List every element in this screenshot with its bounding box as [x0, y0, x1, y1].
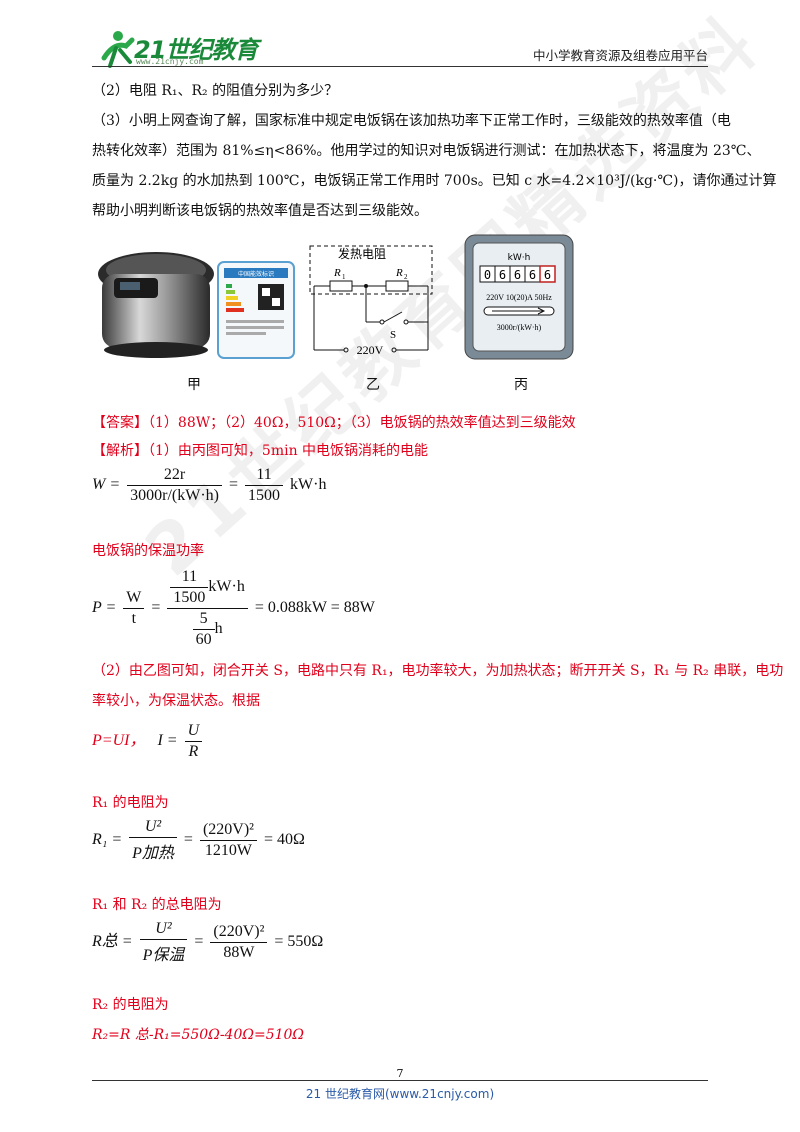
voltage-label: 220V: [357, 343, 384, 357]
eq1-eq: =: [228, 476, 239, 494]
formula-i-den: R: [188, 743, 199, 760]
eq3-den2: 1210W: [204, 842, 253, 859]
figure-label-jia: 甲: [187, 377, 201, 393]
footer-site: 21 世纪教育网(www.21cnjy.com): [305, 1087, 495, 1101]
eq1-lhs: W =: [92, 476, 121, 494]
eq4-lhs: R总 =: [92, 933, 133, 951]
question-3-line-1: （3）小明上网查询了解，国家标准中规定电饭锅在该加热功率下正常工作时，三级能效的…: [92, 113, 731, 129]
circuit-title: 发热电阻: [338, 246, 386, 261]
footer-rule: [92, 1080, 708, 1081]
meter-spec: 220V 10(20)A 50Hz: [486, 293, 552, 302]
eq2-den: t: [131, 610, 137, 627]
eq2-low-unit: h: [214, 620, 223, 638]
switch-label: S: [390, 329, 396, 341]
analysis-p2-line-1: （2）由乙图可知，闭合开关 S，电路中只有 R₁，电功率较大，为加热状态；断开开…: [92, 663, 784, 679]
eq2-inner-num: 11: [170, 568, 209, 588]
meter-digits: 0 6 6 6 6: [479, 265, 556, 283]
question-3-line-3: 质量为 2.2kg 的水加热到 100℃，电饭锅正常工作用时 700s。已知 c…: [92, 173, 777, 189]
energy-label-title: 中国能效标识: [238, 270, 274, 278]
analysis-intro-text: （1）由丙图可知，5min 中电饭锅消耗的电能: [148, 443, 429, 459]
logo-url: www.21cnjy.com: [136, 57, 204, 66]
r-total-label: R₁ 和 R₂ 的总电阻为: [92, 897, 222, 913]
circuit-diagram: 发热电阻 R 1 R 2 S 220V: [309, 245, 433, 357]
page-number: 7: [396, 1067, 404, 1080]
eq2-lhs: P =: [92, 599, 117, 617]
eq4-num: U²: [139, 920, 188, 940]
header-rule: [92, 66, 708, 67]
answer-tag: 【答案】: [92, 415, 148, 431]
r1-label: R₁ 的电阻为: [92, 795, 169, 811]
eq1-den2: 1500: [248, 487, 281, 504]
eq2-num: W: [123, 589, 145, 609]
resistor-r2: [385, 280, 409, 292]
question-2: （2）电阻 R₁、R₂ 的阻值分别为多少？: [92, 83, 339, 99]
platform-title: 中小学教育资源及组卷应用平台: [532, 48, 708, 63]
eq3-lhs: R₁ =: [92, 831, 123, 849]
resistor-r1-subscript: 1: [342, 273, 346, 281]
analysis-tag: 【解析】: [92, 443, 148, 459]
eq4-num2: (220V)²: [210, 923, 268, 943]
meter-digit: 6: [514, 268, 521, 282]
resistor-r2-subscript: 2: [404, 273, 408, 281]
eq1-unit: kW·h: [290, 476, 327, 494]
answer-text: （1）88W；（2）40Ω，510Ω；（3）电饭锅的热效率值达到三级能效: [148, 415, 576, 431]
resistor-r1-label: R: [333, 267, 341, 279]
r2-equation: R₂=R 总-R₁=550Ω-40Ω=510Ω: [92, 1027, 305, 1043]
switch-s: [383, 311, 403, 323]
meter-digit: 6: [529, 268, 536, 282]
logo-text: 21世纪教育: [134, 36, 258, 64]
keep-power-label: 电饭锅的保温功率: [92, 543, 204, 559]
meter-digit: 6: [499, 268, 506, 282]
meter-rate: 3000r/(kW·h): [497, 323, 542, 332]
r2-label: R₂ 的电阻为: [92, 997, 169, 1013]
logo-runner-icon: [101, 31, 135, 68]
meter-digit: 0: [484, 268, 491, 282]
eq1-num: 22r: [127, 466, 222, 486]
eq3-num2: (220V)²: [199, 821, 257, 841]
figure-label-yi: 乙: [366, 377, 380, 393]
meter-digit: 6: [544, 268, 551, 282]
formula-pui: P=UI，: [92, 732, 146, 750]
rice-cooker-figure: 中国能效标识: [98, 252, 295, 359]
analysis-p2-line-2: 率较小，为保温状态。根据: [92, 693, 260, 709]
answer-line: 【答案】（1）88W；（2）40Ω，510Ω；（3）电饭锅的热效率值达到三级能效: [92, 412, 576, 432]
eq3-result: = 40Ω: [263, 831, 305, 849]
eq3-num: U²: [129, 818, 177, 838]
question-3-line-4: 帮助小明判断该电饭锅的热效率值是否达到三级能效。: [92, 203, 428, 219]
eq1-den: 3000r/(kW·h): [130, 487, 219, 504]
energy-meter-figure: kW·h 0 6 6 6 6 220V 10(20)A 50Hz 3000r/(…: [464, 234, 574, 360]
eq4-den: P保温: [142, 947, 185, 964]
eq4-result: = 550Ω: [274, 933, 324, 951]
question-3-line-2: 热转化效率）范围为 81%≤η<86%。他用学过的知识对电饭锅进行测试：在加热状…: [92, 143, 761, 159]
eq1-num2: 11: [245, 466, 284, 486]
formula-i: I =: [157, 732, 178, 750]
eq2-low-num: 5: [192, 610, 215, 630]
eq2-inner-unit: kW·h: [208, 578, 245, 596]
resistor-r1: [329, 280, 353, 292]
eq2-result: = 0.088kW = 88W: [254, 599, 375, 617]
eq2-low-den: 60: [195, 631, 212, 648]
formula-i-num: U: [184, 722, 203, 742]
eq3-den: P加热: [132, 845, 174, 862]
meter-unit: kW·h: [508, 253, 531, 263]
eq4-den2: 88W: [223, 944, 255, 961]
figure-label-bing: 丙: [514, 377, 528, 393]
resistor-r2-label: R: [395, 267, 403, 279]
analysis-intro: 【解析】（1）由丙图可知，5min 中电饭锅消耗的电能: [92, 440, 428, 460]
eq2-inner-den: 1500: [173, 589, 206, 606]
